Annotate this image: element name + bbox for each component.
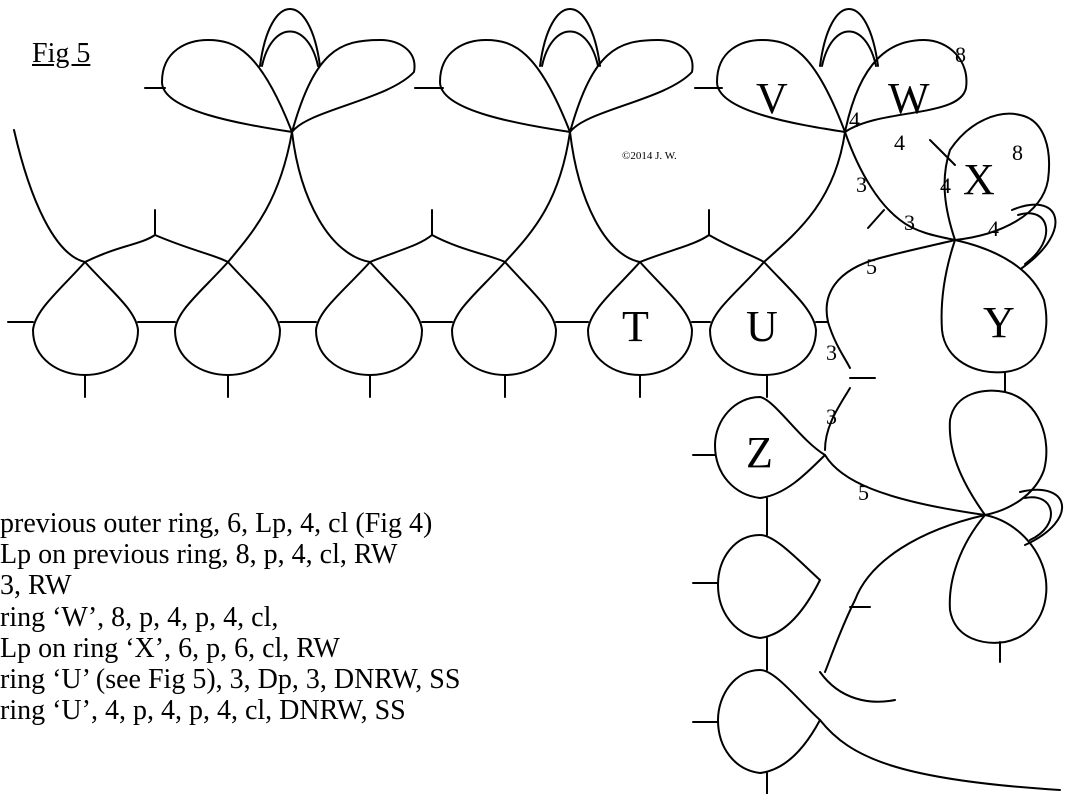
chain-arc [708,234,765,263]
picot-arc [1024,496,1052,541]
chain-arc [824,514,986,673]
corner-rings [825,112,1057,393]
small-ring [32,261,139,376]
chain-b-count: 3 [904,210,915,235]
ring-label-v: V [756,74,788,123]
small-ring [451,261,557,376]
chain-arc [504,131,571,263]
chain-arc [824,454,986,516]
chain-arc [369,234,433,263]
chain-arc [431,234,506,263]
chain-arc [827,321,851,369]
w-left-count: 4 [849,107,860,132]
picot-arc [821,30,877,67]
chain-arc [291,131,371,263]
picot-arc [539,8,601,67]
ring-label-u: U [746,302,778,351]
instruction-line: ring ‘W’, 8, p, 4, p, 4, cl, [0,601,279,633]
picot-arc [1011,203,1057,269]
scallop-chains [13,129,846,263]
top-ring [569,39,694,133]
instruction-line: Lp on previous ring, 8, p, 4, cl, RW [0,539,398,571]
instruction-line: ring ‘U’ (see Fig 5), 3, Dp, 3, DNRW, SS [0,663,461,695]
bottom-row-rings [7,261,829,398]
u-chain-b-count: 3 [826,404,837,429]
ring-u [709,261,817,376]
top-ring [291,39,416,133]
x-left-count: 4 [940,173,951,198]
figure-title: Fig 5 [32,38,91,69]
side-ring [948,389,1048,516]
ring-w [844,39,968,133]
chain-arc [154,234,229,263]
side-ring [948,514,1048,644]
w-top-count: 8 [955,42,966,67]
chain [929,139,956,166]
instructions: previous outer ring, 6, Lp, 4, cl (Fig 4… [0,508,460,726]
instruction-line: Lp on ring ‘X’, 6, p, 6, cl, RW [0,632,340,664]
side-ring [717,669,821,774]
picot-arc [1019,488,1064,546]
instruction-line: previous outer ring, 6, Lp, 4, cl (Fig 4… [0,508,433,539]
ring-label-t: T [622,302,649,351]
chain-arc [639,234,710,263]
chain-arc [819,671,896,703]
chain-arc [825,239,956,323]
top-ring [161,39,293,133]
picot-arc [261,30,319,67]
chain-arc [819,719,1061,791]
copyright-notice: ©2014 J. W. [622,150,677,162]
ring-label-w: W [888,74,930,123]
chain-arc [569,131,641,263]
w-bottom-count: 4 [894,130,905,155]
picot-arc [259,8,321,67]
picot-arc [819,8,879,67]
chain-arc [763,131,846,263]
x-right-count: 4 [988,216,999,241]
chain-arc [13,129,86,263]
ring-label-z: Z [746,428,773,477]
ring-label-x: X [963,155,995,204]
instruction-line: 3, RW [0,570,72,602]
ring-labels: T U V W X Y Z [622,74,1015,477]
z-chain-count: 5 [858,480,869,505]
chain-arc [84,234,156,263]
small-ring [174,261,281,376]
chain-arc [824,387,851,451]
chain-arc [844,131,956,241]
u-chain-a-count: 3 [826,340,837,365]
small-ring [315,261,423,376]
picot-arc [1017,212,1048,265]
y-chain-count: 5 [866,254,877,279]
ring-label-y: Y [983,298,1015,347]
chain-arc [227,131,293,263]
chain-a-count: 3 [856,172,867,197]
top-ring [439,39,571,133]
picot [867,209,885,229]
ring-z [714,396,826,499]
x-top-count: 8 [1012,140,1023,165]
picot-arc [541,30,599,67]
stitch-counts: 8 4 4 8 4 4 3 3 5 3 3 5 [826,42,1023,505]
side-column [692,321,1064,794]
ring-v [716,39,846,133]
top-row-rings [144,8,968,133]
side-ring [717,534,821,639]
instruction-line: ring ‘U’, 4, p, 4, p, 4, cl, DNRW, SS [0,695,406,727]
